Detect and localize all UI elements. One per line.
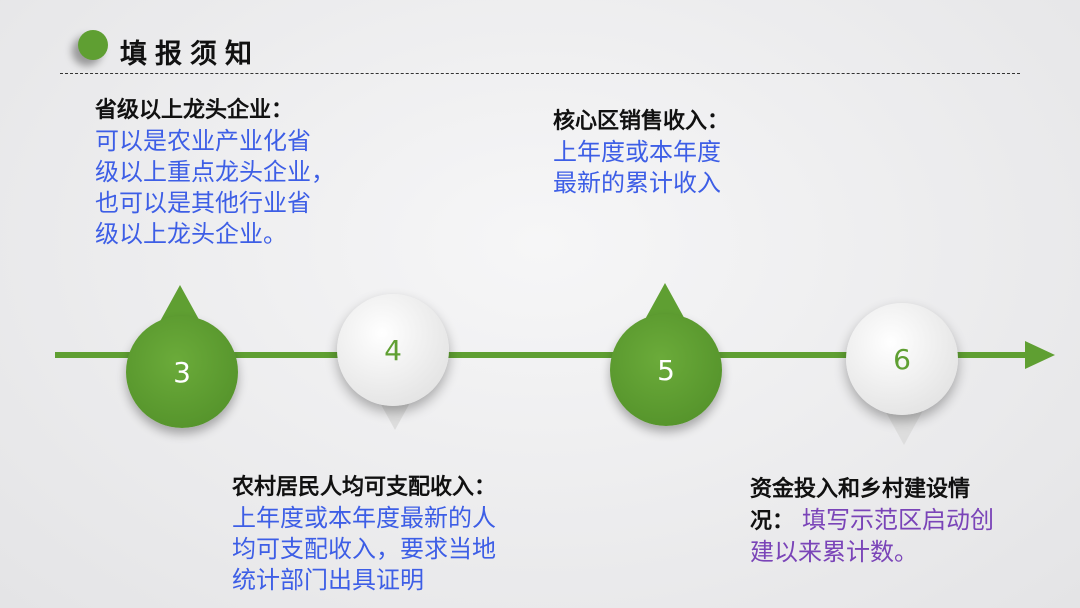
step-line: 上年度或本年度 [553,138,721,166]
step-6-text: 资金投入和乡村建设情 况： 填写示范区启动创 建以来累计数。 [750,474,994,568]
step-node-5: 5 [610,314,722,426]
page-title: 填报须知 [120,39,260,70]
step-4-text: 农村居民人均可支配收入： 上年度或本年度最新的人 均可支配收入，要求当地 统计部… [232,472,496,596]
step-heading: 核心区销售收入： [553,109,730,134]
step-line: 可以是农业产业化省 [95,127,311,155]
step-line: 也可以是其他行业省 [95,189,311,217]
step-line: 均可支配收入，要求当地 [232,535,496,563]
timeline-line [55,352,1040,358]
step-line: 统计部门出具证明 [232,566,424,594]
step-line: 填写示范区启动创 [802,506,995,534]
step-node-3: 3 [126,316,238,428]
step-heading: 省级以上龙头企业： [95,98,294,123]
step-node-6: 6 [846,303,958,415]
step-heading: 资金投入和乡村建设情 [750,477,971,502]
step-line: 建以来累计数。 [750,538,918,566]
step-node-4: 4 [337,294,449,406]
title-divider [60,73,1020,74]
step-line: 级以上重点龙头企业， [95,158,335,186]
step-line: 最新的累计收入 [553,169,721,197]
step-3-text: 省级以上龙头企业： 可以是农业产业化省 级以上重点龙头企业， 也可以是其他行业省… [95,95,335,250]
step-line: 级以上龙头企业。 [95,220,287,248]
timeline-arrow-icon [1025,341,1055,369]
step-line: 上年度或本年度最新的人 [232,504,496,532]
step-5-text: 核心区销售收入： 上年度或本年度 最新的累计收入 [553,106,729,199]
step-heading: 农村居民人均可支配收入： [232,475,497,500]
title-bullet-icon [78,30,108,60]
step-heading-cont: 况： [750,509,795,534]
